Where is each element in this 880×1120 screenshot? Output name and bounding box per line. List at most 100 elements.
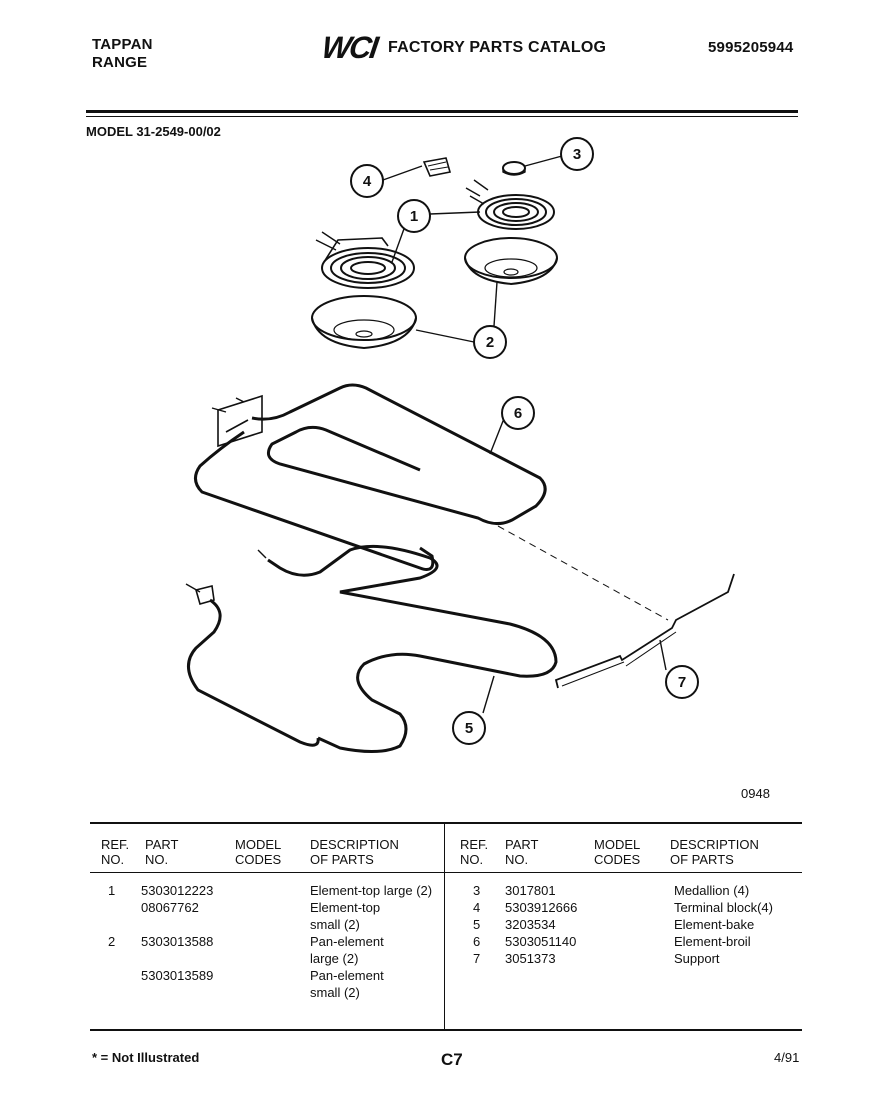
- callout-circle-1: [397, 199, 431, 233]
- row-part-number: 3203534: [505, 917, 556, 932]
- callout-number-4: 4: [363, 173, 372, 190]
- table-row: 1 5303012223 Element-top large (2): [0, 882, 444, 899]
- terminal-block-drawing: [422, 157, 452, 177]
- row-description: Support: [674, 951, 720, 966]
- table-row: small (2): [0, 984, 444, 1001]
- table-bottom-rule: [90, 1029, 802, 1031]
- row-description: Element-broil: [674, 934, 751, 949]
- table-row: 6 5303051140 Element-broil: [0, 933, 880, 950]
- top-element-small-drawing: [465, 179, 555, 230]
- model-label: MODEL 31-2549-00/02: [86, 124, 221, 139]
- row-description: large (2): [310, 951, 359, 966]
- catalog-number: 5995205944: [708, 39, 794, 56]
- page-code: C7: [441, 1050, 463, 1069]
- col-header-codes-line2: CODES: [594, 852, 641, 867]
- row-description: Pan-element: [310, 934, 384, 949]
- col-header-codes-right: MODEL CODES: [594, 837, 640, 867]
- col-header-part-right: PART NO.: [505, 837, 538, 867]
- table-row: 2 5303013588 Pan-element: [0, 933, 444, 950]
- row-description: Medallion (4): [674, 883, 750, 898]
- row-part-number: 5303013588: [141, 934, 214, 949]
- support-drawing: [554, 573, 735, 689]
- col-header-desc-line2: OF PARTS: [310, 852, 374, 867]
- row-part-number: 5303012223: [141, 883, 214, 898]
- exploded-parts-diagram: 1 2 3 4 5 6 7: [185, 137, 735, 753]
- table-row: 08067762 Element-top: [0, 899, 444, 916]
- row-description: Terminal block(4): [674, 900, 773, 915]
- row-ref: 5: [473, 917, 481, 932]
- row-description: small (2): [310, 985, 360, 1000]
- row-part-number: 5303051140: [505, 934, 577, 949]
- row-ref: 4: [473, 900, 481, 915]
- callout-circle-5: [452, 711, 486, 745]
- leader-line-7: [659, 639, 667, 671]
- table-center-divider: [444, 822, 445, 1030]
- col-header-part-line1: PART: [145, 837, 179, 852]
- table-row: 4 5303912666 Terminal block(4): [0, 899, 880, 916]
- callout-number-2: 2: [486, 334, 494, 351]
- leader-line-2b: [493, 281, 498, 327]
- col-header-ref-line2: NO.: [460, 852, 484, 867]
- row-ref: 2: [108, 934, 116, 949]
- row-part-number: 3017801: [505, 883, 556, 898]
- row-ref: 1: [108, 883, 116, 898]
- col-header-desc-line1: DESCRIPTION: [670, 837, 759, 852]
- medallion-drawing: [502, 161, 526, 176]
- leader-line-4: [382, 165, 423, 181]
- table-right-body: 3 3017801 Medallion (4) 4 5303912666 Ter…: [0, 882, 880, 967]
- callout-circle-3: [560, 137, 594, 171]
- table-row: small (2): [0, 916, 444, 933]
- col-header-part-left: PART NO.: [145, 837, 178, 867]
- row-description: small (2): [310, 917, 360, 932]
- figure-code: 0948: [741, 786, 770, 801]
- header-rule-thick: [86, 110, 798, 113]
- col-header-desc-left: DESCRIPTION OF PARTS: [310, 837, 399, 867]
- row-ref: 3: [473, 883, 481, 898]
- col-header-ref-right: REF. NO.: [460, 837, 488, 867]
- table-row: 3 3017801 Medallion (4): [0, 882, 880, 899]
- publication-date: 4/91: [774, 1050, 800, 1065]
- table-header-rule: [90, 872, 802, 873]
- row-part-number: 08067762: [141, 900, 199, 915]
- not-illustrated-note: * = Not Illustrated: [92, 1050, 200, 1065]
- table-row: 5303013589 Pan-element: [0, 967, 444, 984]
- brand-line-2: RANGE: [92, 54, 148, 71]
- leader-line-6: [489, 415, 506, 455]
- alignment-dashed-line: [497, 525, 669, 621]
- callout-number-6: 6: [514, 405, 522, 422]
- col-header-desc-right: DESCRIPTION OF PARTS: [670, 837, 759, 867]
- row-ref: 7: [473, 951, 481, 966]
- callout-circle-2: [473, 325, 507, 359]
- row-part-number: 3051373: [505, 951, 556, 966]
- col-header-codes-line1: MODEL: [235, 837, 282, 852]
- col-header-part-line2: NO.: [505, 852, 529, 867]
- pan-element-large-drawing: [311, 295, 417, 350]
- table-row: 5 3203534 Element-bake: [0, 916, 880, 933]
- leader-line-5: [482, 675, 495, 714]
- callout-circle-6: [501, 396, 535, 430]
- leader-line-2a: [415, 329, 475, 343]
- callout-circle-4: [350, 164, 384, 198]
- leader-line-1b: [391, 225, 406, 263]
- pan-element-small-drawing: [464, 237, 558, 286]
- row-part-number: 5303912666: [505, 900, 578, 915]
- col-header-desc-line2: OF PARTS: [670, 852, 734, 867]
- leader-line-3: [524, 155, 563, 167]
- row-description: Element-bake: [674, 917, 755, 932]
- bake-element-drawing: [185, 544, 558, 753]
- callout-circle-7: [665, 665, 699, 699]
- callout-number-3: 3: [573, 146, 581, 163]
- col-header-ref-line1: REF.: [460, 837, 489, 852]
- brand-line-1: TAPPAN: [92, 36, 153, 53]
- col-header-codes-line2: CODES: [235, 852, 282, 867]
- col-header-codes-line1: MODEL: [594, 837, 641, 852]
- row-description: Element-top: [310, 900, 381, 915]
- catalog-title: FACTORY PARTS CATALOG: [388, 39, 607, 56]
- callout-number-5: 5: [465, 720, 473, 737]
- col-header-ref-line2: NO.: [101, 852, 125, 867]
- callout-number-1: 1: [410, 208, 418, 225]
- table-row: 7 3051373 Support: [0, 950, 880, 967]
- broil-element-drawing: [194, 383, 547, 571]
- row-description: Element-top large (2): [310, 883, 433, 898]
- table-left-body: 1 5303012223 Element-top large (2) 08067…: [0, 882, 444, 1001]
